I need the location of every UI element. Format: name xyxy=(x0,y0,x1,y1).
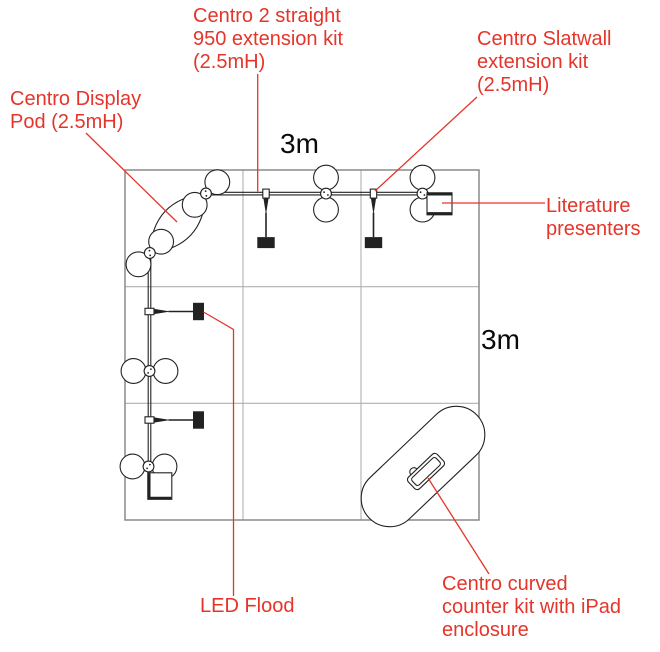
wall-joint-pod xyxy=(120,358,179,384)
label-straight-extension: Centro 2 straight 950 extension kit (2.5… xyxy=(193,5,343,74)
booth-outline xyxy=(124,169,480,521)
label-line: counter kit with iPad xyxy=(442,596,621,618)
label-line: (2.5mH) xyxy=(477,74,550,96)
label-led-flood: LED Flood xyxy=(200,595,295,618)
led-flood-hanging xyxy=(363,188,384,249)
back-wall-assembly xyxy=(206,164,454,249)
label-line: Centro Slatwall xyxy=(477,28,612,50)
curved-counter xyxy=(360,405,486,528)
wall-joint-pod xyxy=(313,164,339,223)
label-line: 950 extension kit xyxy=(193,28,344,50)
label-line: Centro 2 straight xyxy=(193,5,341,27)
literature-presenter xyxy=(147,472,173,500)
leader-display-pod xyxy=(85,132,178,223)
label-line: Centro Display xyxy=(10,88,142,110)
side-wall-assembly xyxy=(119,253,205,500)
label-line: Literature xyxy=(546,195,631,217)
leader-lines xyxy=(85,74,545,596)
label-line: Centro curved xyxy=(442,573,568,595)
display-pod xyxy=(120,164,236,283)
led-flood-arm xyxy=(144,410,205,430)
leader-led-flood xyxy=(203,311,235,596)
leader-curved-counter xyxy=(427,477,490,575)
label-line: extension kit xyxy=(477,51,589,73)
label-literature-presenters: Literature presenters xyxy=(546,195,641,241)
led-flood-hanging xyxy=(256,188,276,249)
led-flood-arm xyxy=(144,301,205,322)
label-line: LED Flood xyxy=(200,595,295,617)
label-line: enclosure xyxy=(442,619,529,641)
ipad-enclosure xyxy=(406,452,446,491)
label-curved-counter: Centro curved counter kit with iPad encl… xyxy=(442,573,621,642)
label-display-pod: Centro Display Pod (2.5mH) xyxy=(10,88,141,134)
pod-end-cap xyxy=(176,164,236,223)
label-line: presenters xyxy=(546,218,641,240)
leader-slatwall-extension xyxy=(374,96,478,192)
dimension-depth: 3m xyxy=(481,324,520,355)
label-line: Pod (2.5mH) xyxy=(10,111,124,133)
label-slatwall-extension: Centro Slatwall extension kit (2.5mH) xyxy=(477,28,612,97)
dimension-width: 3m xyxy=(280,128,319,159)
pod-end-cap xyxy=(120,223,180,283)
literature-presenter xyxy=(425,191,454,217)
floor-grid xyxy=(124,169,480,521)
label-line: (2.5mH) xyxy=(193,51,266,73)
